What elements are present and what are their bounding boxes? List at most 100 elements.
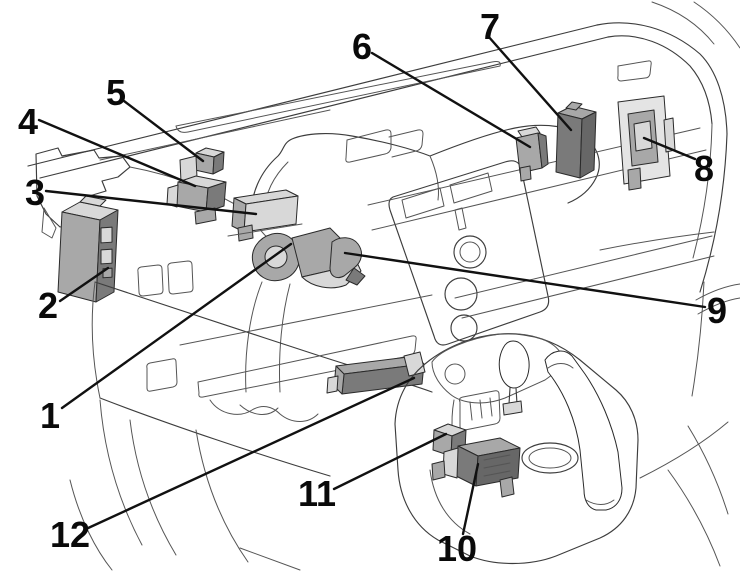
- dash-right-side-part: [692, 123, 713, 259]
- center-console-part: [528, 447, 572, 469]
- callout-leader-7: [486, 34, 573, 132]
- center-stack-part: [599, 231, 715, 251]
- component-3-module-part: [227, 223, 303, 237]
- callout-label-4: 4: [18, 101, 38, 142]
- gear-shifter-part: [498, 340, 530, 389]
- center-console-part: [469, 397, 493, 421]
- center-stack-part: [459, 241, 481, 263]
- knee-panel-part: [179, 294, 433, 346]
- component-7-module: [555, 101, 597, 179]
- steering-column-part: [245, 281, 263, 393]
- dash-top-edges-part: [651, 1, 715, 45]
- component-10-module-part: [483, 454, 511, 477]
- callout-leader-11: [332, 432, 448, 491]
- callout-label-9: 9: [707, 290, 727, 331]
- center-stack-part: [453, 235, 487, 269]
- center-stack-part: [450, 314, 478, 342]
- component-6-relay-part: [519, 165, 532, 182]
- dash-top-edges-part: [617, 60, 652, 82]
- knee-panel-part: [167, 260, 194, 295]
- knee-panel-part: [91, 281, 101, 399]
- callout-leader-10: [461, 462, 480, 536]
- callout-label-3: 3: [25, 172, 45, 213]
- component-2-junction-block-part: [100, 226, 113, 244]
- component-7-module-part: [555, 112, 583, 179]
- center-stack-part: [454, 207, 467, 231]
- cluster-hood-part: [345, 129, 392, 163]
- floor-kick-area-part: [99, 399, 143, 546]
- center-console-part: [521, 442, 579, 474]
- parking-brake-lever: [544, 350, 623, 511]
- callout-leader-12: [84, 376, 416, 531]
- steering-column-part: [278, 283, 291, 393]
- dash-top-edges-part: [693, 1, 740, 49]
- center-stack-part: [388, 160, 550, 346]
- center-console-part: [431, 333, 563, 404]
- dash-left-end-cap-part: [41, 207, 57, 239]
- component-7-module-part: [565, 101, 583, 111]
- component-2-junction-block-part: [100, 248, 113, 265]
- center-stack-part: [444, 277, 478, 311]
- gear-shifter-part: [502, 400, 523, 416]
- knee-panel-part: [209, 399, 319, 422]
- component-3-module: [227, 189, 303, 242]
- dash-right-side-part: [697, 297, 740, 315]
- dash-right-side-part: [667, 469, 721, 567]
- component-9-bracket-part: [329, 237, 362, 279]
- callout-label-1: 1: [40, 395, 60, 436]
- dash-right-side-part: [691, 281, 705, 397]
- parking-brake-lever-part: [544, 350, 623, 511]
- component-7-module-part: [579, 111, 597, 179]
- dash-top-edges-part: [175, 61, 501, 133]
- parking-brake-lever-part: [585, 499, 615, 505]
- knee-panel: [91, 260, 433, 477]
- callout-leader-6: [370, 51, 532, 149]
- knee-panel-part: [99, 397, 331, 477]
- gear-shifter: [498, 340, 530, 416]
- center-stack-part: [454, 235, 713, 299]
- dash-right-side-part: [699, 133, 728, 293]
- parking-brake-lever-part: [547, 363, 574, 369]
- dash-top-edges-part: [596, 22, 728, 135]
- callout-leader-5: [122, 99, 205, 163]
- component-5-relay-part: [212, 151, 225, 175]
- callout-leader-9: [343, 251, 707, 309]
- dash-top-edges-part: [39, 36, 609, 179]
- component-10-module-part: [475, 447, 521, 487]
- center-stack-part: [401, 187, 445, 219]
- component-9-bracket-part: [345, 267, 366, 286]
- callout-leader-4: [37, 118, 197, 188]
- component-10-module-part: [499, 476, 515, 498]
- center-console-part: [458, 390, 501, 431]
- component-4-relay-part: [205, 181, 227, 213]
- dash-left-end-cap-part: [35, 147, 131, 228]
- callout-label-6: 6: [352, 26, 372, 67]
- dash-right-side: [639, 123, 740, 567]
- component-4-relay-part: [166, 184, 179, 208]
- component-8-module-part: [633, 120, 653, 152]
- component-6-relay-part: [537, 132, 549, 169]
- component-9-bracket: [329, 237, 366, 286]
- component-10-module-part: [431, 460, 446, 481]
- callout-label-10: 10: [437, 528, 477, 569]
- floor-kick-area-part: [195, 429, 249, 563]
- callout-label-12: 12: [50, 514, 90, 555]
- callout-label-2: 2: [38, 285, 58, 326]
- cluster-hood-part: [429, 155, 439, 201]
- dash-right-side-part: [695, 283, 740, 301]
- floor-kick-area-part: [239, 547, 301, 571]
- cluster-hood-part: [388, 129, 424, 158]
- knee-panel-part: [137, 264, 164, 297]
- component-10-module: [431, 437, 521, 498]
- component-4-relay: [166, 175, 227, 225]
- center-console-part: [444, 363, 466, 385]
- dash-top-edges-part: [99, 109, 331, 161]
- callout-label-11: 11: [298, 473, 336, 514]
- component-6-relay-part: [517, 126, 541, 138]
- component-5-relay: [179, 147, 225, 183]
- callout-leader-2: [58, 266, 110, 303]
- component-2-junction-block-part: [79, 195, 107, 207]
- cluster-hood-part: [251, 124, 600, 217]
